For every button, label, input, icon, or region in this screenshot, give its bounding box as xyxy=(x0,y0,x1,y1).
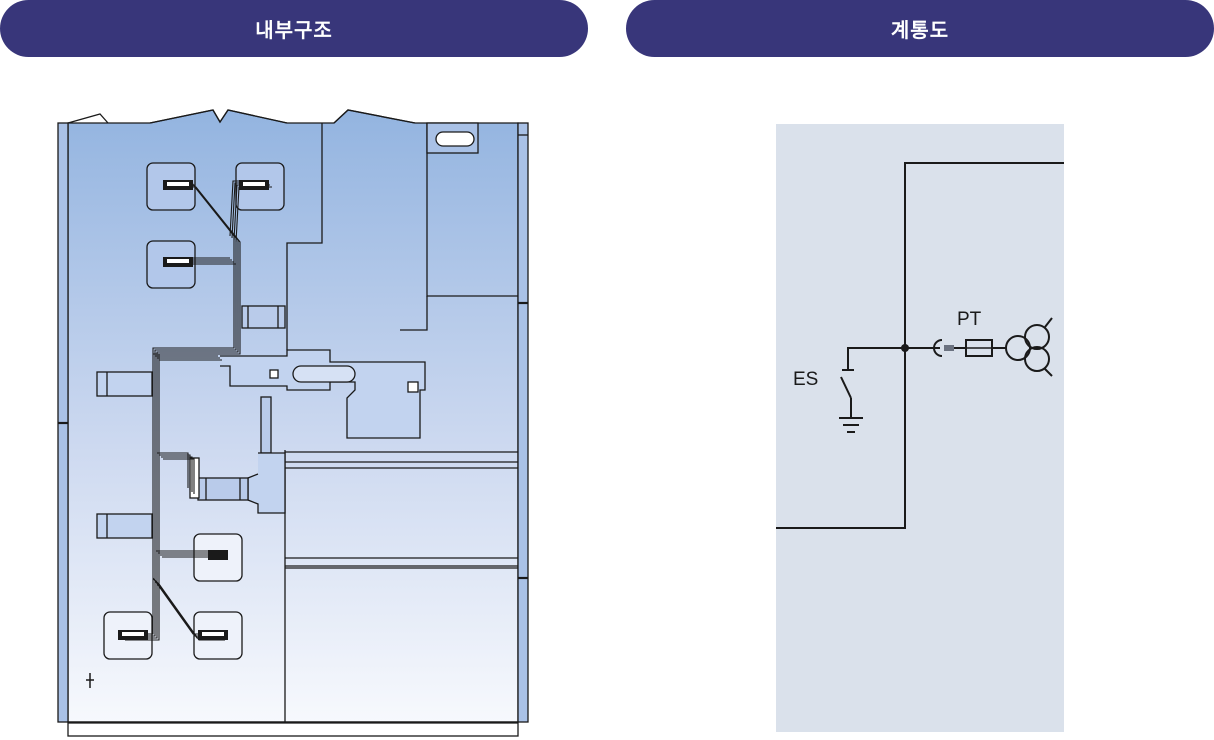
schematic-panel xyxy=(776,124,1064,732)
cabinet-roof xyxy=(67,109,416,124)
single-line-diagram-title: 계통도 xyxy=(890,18,950,42)
pt-label: PT xyxy=(957,309,982,330)
top-compartment-divider xyxy=(286,123,323,350)
fuse-icon xyxy=(965,339,993,357)
junction-dot xyxy=(901,344,909,352)
single-line-diagram-header: 계통도 xyxy=(626,0,1214,57)
internal-structure-header: 내부구조 xyxy=(0,0,588,57)
breaker-contact xyxy=(269,369,279,379)
internal-structure-title: 내부구조 xyxy=(255,18,333,42)
ground-marker-icon xyxy=(86,673,94,688)
terminal-bars xyxy=(118,180,269,640)
pt-connector xyxy=(944,345,954,351)
earthing-switch-icon xyxy=(840,369,854,418)
transformer-icon xyxy=(1005,317,1053,377)
pt-disconnect-icon xyxy=(933,339,943,357)
switchgear-cabinet xyxy=(57,109,529,737)
es-branch-line xyxy=(847,347,905,370)
es-label: ES xyxy=(793,369,818,390)
side-bushing-upper xyxy=(96,371,153,397)
cabinet-base xyxy=(67,721,519,737)
side-bushing-lower xyxy=(96,513,153,539)
upper-bushing-block xyxy=(241,305,286,329)
right-side-panel xyxy=(517,122,529,723)
ground-icon xyxy=(839,417,863,433)
operating-rod xyxy=(260,396,272,454)
